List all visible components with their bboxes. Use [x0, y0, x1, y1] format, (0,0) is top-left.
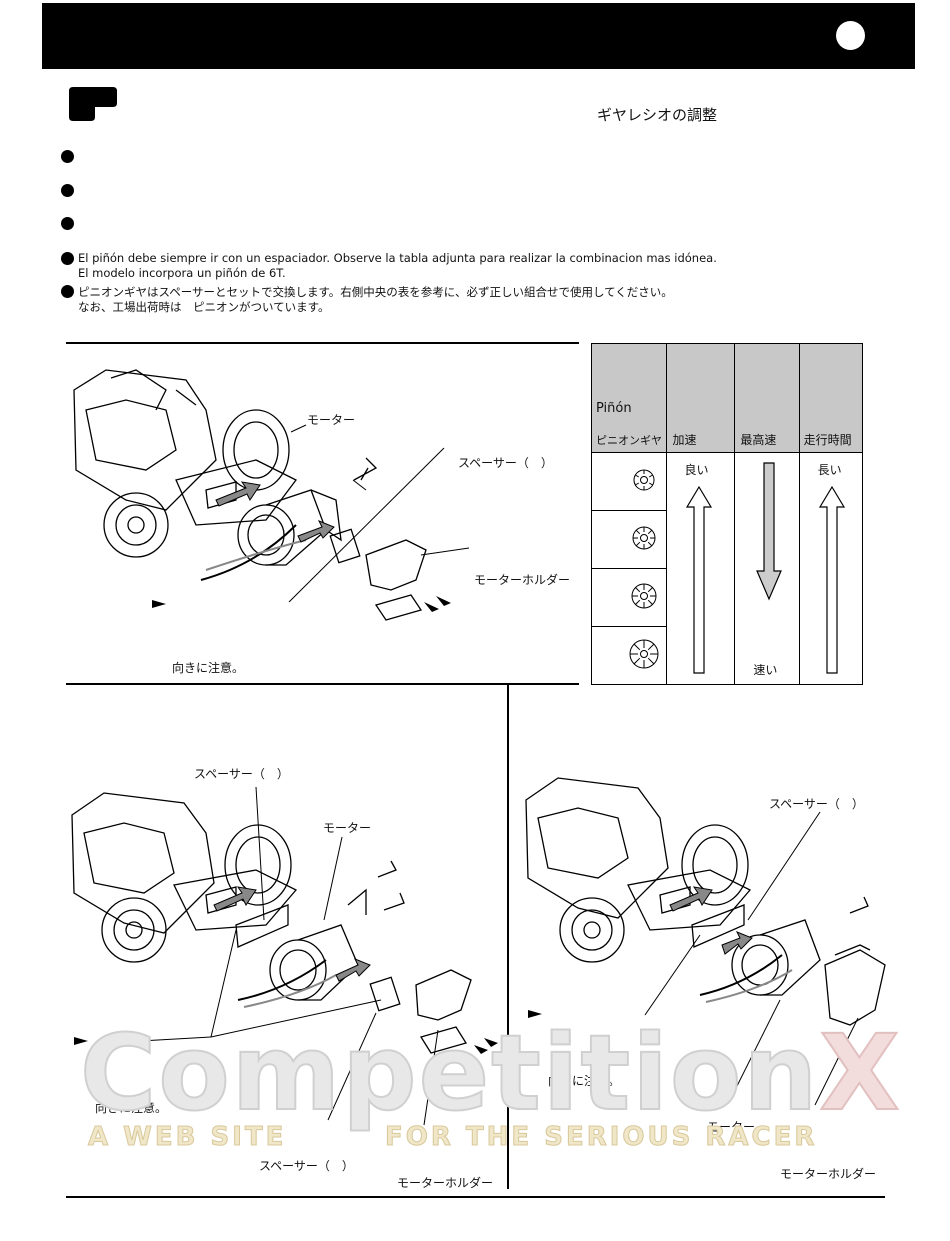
section-title: ギヤレシオの調整 — [597, 106, 718, 124]
fig1-spacer-label: スペーサー（ ） — [458, 456, 553, 470]
runtime-long-label: 長い — [817, 463, 842, 477]
divider — [66, 683, 579, 685]
col-runtime: 走行時間 — [803, 433, 852, 447]
figure1-illustration — [73, 369, 470, 621]
watermark-tagline-right: FOR THE SERIOUS RACER — [384, 1122, 818, 1153]
fig3-motor-holder-label: モーターホルダー — [780, 1167, 877, 1181]
up-arrow-icon — [685, 485, 712, 674]
bullet-icon — [61, 285, 74, 298]
pinion-gear-cell — [591, 452, 667, 511]
accel-good-label: 良い — [684, 463, 709, 477]
bullet-icon — [61, 184, 74, 197]
pinion-gear-icon — [629, 639, 659, 668]
note-jp-line1: ピニオンギヤはスペーサーとセットで交換します。右側中央の表を参考に、必ず正しい組… — [78, 285, 673, 299]
pinion-gear-icon — [633, 469, 655, 490]
bullet-icon — [61, 217, 74, 230]
figure3-illustration — [525, 777, 886, 1106]
topspeed-fast-label: 速い — [753, 663, 778, 677]
col-topspeed: 最高速 — [740, 433, 777, 447]
up-arrow-icon — [818, 485, 845, 674]
fig3-motor-label: モーター — [707, 1120, 756, 1134]
col-pinion-jp: ピニオンギヤ — [596, 434, 662, 447]
section-marker-icon — [69, 87, 117, 121]
topspeed-column: 速い — [734, 452, 800, 685]
pinion-gear-cell — [591, 510, 667, 569]
note-es-line2: El modelo incorpora un piñón de 6T. — [78, 266, 286, 280]
fig3-spacer-label: スペーサー（ ） — [769, 797, 864, 811]
bullet-icon — [61, 252, 74, 265]
watermark-logo: CompetitionX — [79, 1011, 902, 1135]
caution-arrow-icon — [528, 1010, 542, 1018]
pinion-gear-cell — [591, 626, 667, 685]
pinion-gear-icon — [631, 583, 657, 608]
header-bar — [42, 3, 915, 69]
caution-arrow-icon — [152, 600, 166, 608]
fig1-caution-label: 向きに注意。 — [172, 661, 245, 675]
fig2-spacer-top-label: スペーサー（ ） — [194, 767, 289, 781]
figure2-illustration — [71, 786, 498, 1126]
divider — [507, 684, 509, 1189]
accel-column: 良い — [665, 452, 736, 685]
down-arrow-icon — [756, 462, 783, 601]
fig3-caution-label: 向きに注意。 — [548, 1074, 621, 1088]
note-jp-line2: なお、工場出荷時は ピニオンがついています。 — [78, 300, 330, 314]
note-es-line1: El piñón debe siempre ir con un espaciad… — [78, 251, 717, 265]
watermark-tagline-left: A WEB SITE — [87, 1122, 287, 1153]
pinion-gear-cell — [591, 568, 667, 627]
col-accel: 加速 — [672, 433, 697, 447]
pinion-gear-icon — [632, 526, 656, 549]
runtime-column: 長い — [798, 452, 864, 685]
fig1-motor-label: モーター — [307, 413, 356, 427]
fig2-spacer-bottom-label: スペーサー（ ） — [259, 1159, 354, 1173]
fig2-motor-label: モーター — [323, 821, 372, 835]
fig2-caution-label: 向きに注意。 — [95, 1101, 168, 1115]
bullet-icon — [61, 150, 74, 163]
caution-arrow-icon — [74, 1037, 88, 1045]
gear-ratio-table: Piñón ピニオンギヤ 加速 最高速 走行時間 良い 速い 長い — [591, 343, 864, 685]
fig2-motor-holder-label: モーターホルダー — [397, 1176, 494, 1190]
divider — [66, 342, 579, 344]
fig1-motor-holder-label: モーターホルダー — [474, 573, 571, 587]
col-pinion-es: Piñón — [596, 401, 632, 416]
page-number-dot — [836, 21, 865, 50]
divider — [66, 1196, 885, 1198]
